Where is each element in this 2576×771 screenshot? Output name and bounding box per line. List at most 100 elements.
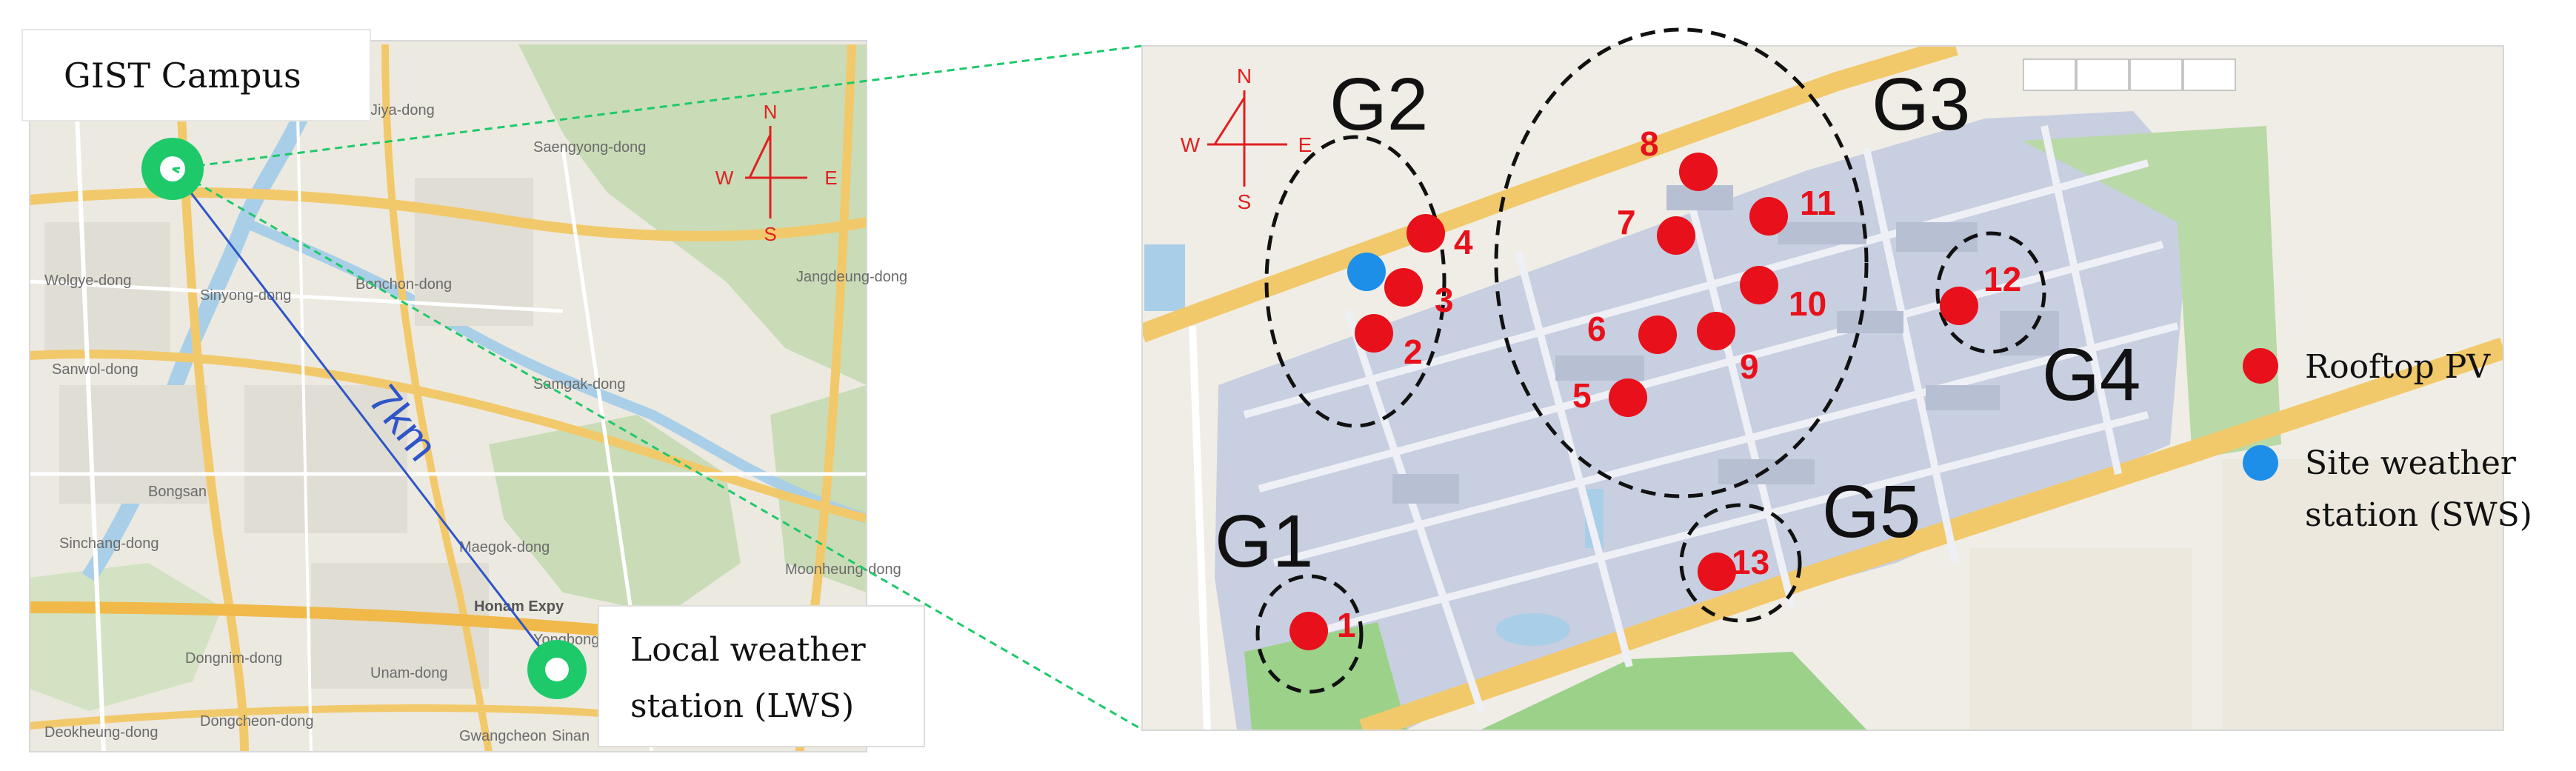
place-name: Saengyong-dong bbox=[533, 139, 646, 156]
road bbox=[381, 44, 493, 752]
group-label-g3: G3 bbox=[1872, 63, 1970, 146]
compass-arrow bbox=[1213, 97, 1246, 145]
place-name: Dongcheon-dong bbox=[200, 713, 313, 730]
pv-site-label: 7 bbox=[1617, 203, 1636, 241]
park-area bbox=[1244, 622, 1407, 730]
compass-south: S bbox=[1238, 190, 1252, 213]
campus-roads bbox=[1243, 124, 2179, 712]
pv-site-label: 11 bbox=[1800, 184, 1836, 222]
hill-area bbox=[770, 385, 867, 593]
city-block bbox=[1970, 548, 2192, 730]
pv-site-label: 8 bbox=[1640, 124, 1659, 163]
group-label-g5: G5 bbox=[1822, 470, 1921, 553]
pv-site-9 bbox=[1697, 312, 1735, 350]
place-name: Jangdeung-dong bbox=[796, 269, 907, 285]
group-boundary-g1 bbox=[1255, 574, 1364, 694]
overview-map: Jiya-dongSaengyong-dongBonchon-dongWolgy… bbox=[21, 29, 925, 752]
place-name: Deokheung-dong bbox=[44, 724, 158, 741]
legend-pv-swatch bbox=[2243, 348, 2278, 384]
pv-site-label: 5 bbox=[1572, 376, 1592, 415]
campus-map-frame bbox=[1141, 45, 2504, 731]
road bbox=[30, 279, 564, 313]
compass-west: W bbox=[1181, 133, 1201, 156]
group-label-g1: G1 bbox=[1215, 500, 1313, 583]
pv-site-label: 2 bbox=[1404, 333, 1423, 371]
pv-site-2 bbox=[1355, 314, 1393, 353]
pv-site-12 bbox=[1940, 287, 1978, 325]
group-boundary-g3 bbox=[1494, 27, 1869, 498]
pv-site-label: 1 bbox=[1337, 606, 1356, 644]
pv-site-8 bbox=[1679, 153, 1718, 191]
map-type-widget[interactable] bbox=[2023, 59, 2236, 91]
compass-west: W bbox=[715, 167, 734, 189]
place-name: Wolgye-dong bbox=[44, 273, 131, 289]
lws-label-line1: Local weather bbox=[630, 631, 867, 669]
pv-site-label: 4 bbox=[1454, 223, 1473, 261]
river bbox=[242, 217, 867, 524]
place-name: Samgak-dong bbox=[533, 376, 626, 393]
pv-site-label: 13 bbox=[1732, 543, 1769, 581]
pond bbox=[1496, 613, 1570, 646]
lws-label-line2: station (LWS) bbox=[630, 687, 854, 725]
pv-site-label: 6 bbox=[1587, 310, 1606, 348]
place-name: Maegok-dong bbox=[459, 539, 550, 555]
pv-site-5 bbox=[1609, 378, 1647, 417]
pv-site-label: 10 bbox=[1789, 284, 1826, 323]
road bbox=[30, 350, 867, 523]
pv-site-label: 3 bbox=[1435, 281, 1454, 319]
legend: Rooftop PV Site weather station (SWS) bbox=[2243, 348, 2532, 534]
hill-area bbox=[30, 563, 222, 711]
urban-block bbox=[415, 178, 533, 326]
legend-pv-label: Rooftop PV bbox=[2305, 348, 2491, 386]
group-boundary-g4 bbox=[1935, 231, 2046, 354]
park-area bbox=[2022, 126, 2281, 459]
place-name: Sinyong-dong bbox=[200, 287, 291, 304]
place-name: Dongnim-dong bbox=[185, 650, 282, 667]
place-name: Unam-dong bbox=[370, 665, 448, 681]
pv-site-10 bbox=[1740, 266, 1778, 304]
overview-map-frame bbox=[29, 40, 867, 752]
campus-buildings bbox=[1392, 185, 2059, 504]
place-name: Bonchon-dong bbox=[356, 276, 452, 293]
pv-site-label: 12 bbox=[1983, 260, 2021, 298]
sws-marker bbox=[1347, 253, 1386, 291]
group-label-g2: G2 bbox=[1329, 63, 1428, 146]
compass-north: N bbox=[764, 101, 778, 123]
place-name: Bongsan bbox=[148, 484, 207, 500]
west-road bbox=[1189, 325, 1211, 730]
place-name: Gwangcheon bbox=[459, 728, 547, 744]
road bbox=[72, 44, 106, 752]
campus-label-box bbox=[21, 29, 371, 121]
place-name: Sanwol-dong bbox=[52, 361, 139, 378]
place-names: Jiya-dongSaengyong-dongBonchon-dongWolgy… bbox=[44, 102, 907, 744]
pv-site-6 bbox=[1638, 316, 1677, 354]
compass-east: E bbox=[1298, 133, 1312, 156]
urban-block bbox=[244, 385, 407, 533]
place-name: Sinan bbox=[552, 728, 590, 744]
campus-label: GIST Campus bbox=[64, 56, 301, 96]
compass-north: N bbox=[1237, 64, 1252, 87]
compass-south: S bbox=[764, 223, 776, 245]
distance-line bbox=[171, 168, 558, 670]
place-name: Moonheung-dong bbox=[785, 561, 901, 578]
lws-label-box bbox=[598, 605, 925, 747]
pv-site-4 bbox=[1407, 214, 1445, 253]
pv-site-label: 9 bbox=[1740, 347, 1759, 386]
legend-sws-label-line1: Site weather bbox=[2305, 444, 2517, 482]
group-boundary-g2 bbox=[1264, 135, 1447, 428]
boulevard-south bbox=[1359, 337, 2503, 730]
campus-compass: N S E W bbox=[1181, 64, 1312, 213]
legend-sws-label-line2: station (SWS) bbox=[2305, 496, 2532, 534]
group-label-g4: G4 bbox=[2042, 333, 2140, 416]
place-name: Honam Expy bbox=[474, 598, 564, 615]
place-name: Sinchang-dong bbox=[59, 535, 159, 552]
pv-site-7 bbox=[1657, 216, 1695, 255]
city-block bbox=[2222, 459, 2503, 730]
boulevard-north bbox=[1142, 46, 1958, 343]
lws-marker bbox=[527, 640, 587, 699]
